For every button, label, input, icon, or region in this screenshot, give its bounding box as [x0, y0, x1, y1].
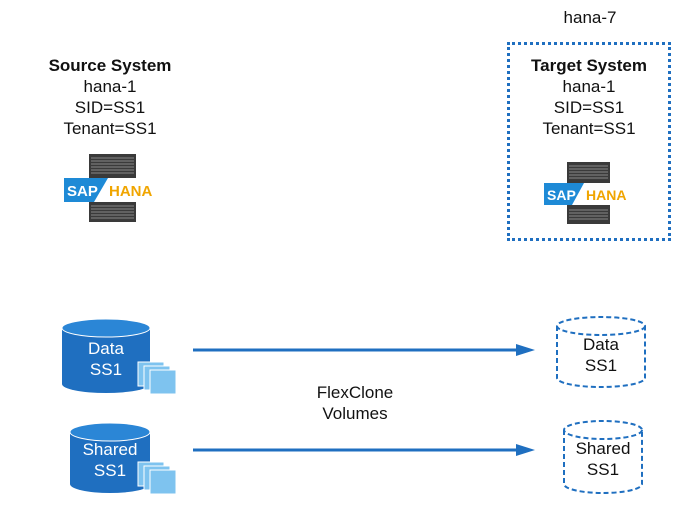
- source-data-sid: SS1: [89, 360, 123, 379]
- snapshot-stack-icon: [137, 461, 177, 495]
- database-cylinder-icon: [69, 422, 177, 495]
- caption-line-1: FlexClone: [316, 383, 394, 402]
- target-system: Target System hana-1 SID=SS1 Tenant=SS1: [507, 55, 671, 139]
- target-sid: SID=SS1: [553, 98, 625, 117]
- source-shared-sid: SS1: [93, 461, 127, 480]
- target-system-box: [507, 42, 671, 241]
- target-data-volume: Data SS1: [553, 314, 649, 392]
- database-cylinder-icon: [556, 316, 646, 388]
- clone-arrow-shared: [193, 444, 535, 456]
- source-system: Source System hana-1 SID=SS1 Tenant=SS1: [20, 55, 200, 139]
- caption-line-2: Volumes: [322, 404, 388, 423]
- target-hostname: hana-1: [562, 77, 616, 96]
- target-system-title: Target System: [531, 56, 647, 75]
- sap-hana-server-icon: SAP HANA: [544, 162, 632, 224]
- flexclone-caption: FlexClone Volumes: [290, 382, 420, 424]
- database-cylinder-icon: [563, 420, 643, 494]
- target-data-label: Data: [583, 335, 619, 354]
- logo-hana-text: HANA: [109, 183, 152, 200]
- target-shared-sid: SS1: [586, 460, 620, 479]
- source-system-title: Source System: [48, 56, 172, 75]
- logo-hana-text: HANA: [586, 187, 626, 203]
- target-shared-volume: Shared SS1: [560, 418, 646, 498]
- clone-arrow-data: [193, 344, 535, 356]
- target-data-sid: SS1: [584, 356, 618, 375]
- target-host-label: hana-7: [563, 8, 617, 27]
- source-tenant: Tenant=SS1: [63, 119, 157, 138]
- source-data-volume: Data SS1: [60, 318, 180, 398]
- snapshot-stack-icon: [137, 361, 177, 395]
- source-shared-volume: Shared SS1: [68, 422, 188, 502]
- source-sid: SID=SS1: [74, 98, 146, 117]
- logo-sap-text: SAP: [547, 187, 576, 203]
- database-cylinder-icon: [61, 318, 177, 395]
- source-hostname: hana-1: [83, 77, 137, 96]
- source-data-label: Data: [88, 339, 124, 358]
- source-shared-label: Shared: [82, 440, 138, 459]
- logo-sap-text: SAP: [67, 183, 98, 200]
- sap-hana-server-icon: SAP HANA: [64, 154, 159, 222]
- target-shared-label: Shared: [575, 439, 631, 458]
- target-tenant: Tenant=SS1: [542, 119, 636, 138]
